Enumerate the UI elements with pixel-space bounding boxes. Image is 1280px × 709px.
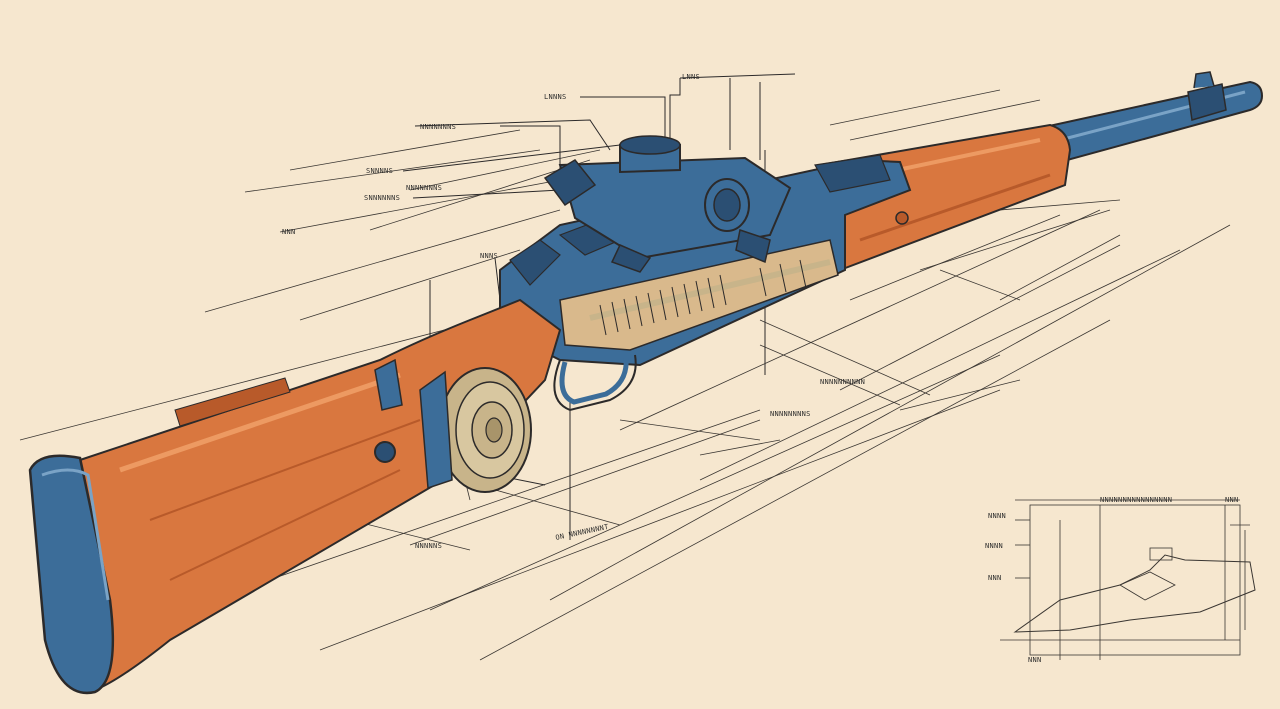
inset-label-1: NNNN [988,512,1006,520]
callout-label-12: ON NNNNNNNNT [555,523,610,542]
inset-label-4: NNN [1225,496,1239,504]
drum-magazine [374,358,532,493]
bolt-handle [374,358,403,411]
rifle-stock [78,298,562,692]
callout-label-11: NNNNNS [415,542,442,550]
perspective-guide-lines [19,89,1231,661]
callout-label-1: LNNS [682,73,700,81]
inset-labels: NNNNNNNNNNNNNNNN NNNN NNNN NNN NNN NNN [985,496,1239,664]
callout-label-6: NNNNNNNS [406,184,442,192]
inset-label-2: NNNN [985,542,1003,550]
callout-label-2: LNNNS [544,93,567,101]
callout-label-7: NNNS [480,252,498,260]
drum-housing [419,370,453,490]
forend-screw [895,211,909,225]
sling-swivel [374,441,396,463]
inset-label-3: NNN [988,574,1002,582]
callout-label-10: NNNNNNNNNN [820,378,865,386]
rifle-barrel [1038,71,1264,164]
recoil-spring [589,259,831,336]
rifle-scope [543,135,792,273]
callout-label-3: NNNNNNNS [420,123,456,131]
scope-eyepiece [543,159,597,207]
barrel-band [1187,83,1227,121]
callout-label-5: SNNNNNNS [364,194,400,202]
callout-label-9: NNNNNNNNS [770,410,811,418]
callout-label-8: NNN [282,228,296,236]
stock-panel [174,377,291,427]
inset-header: NNNNNNNNNNNNNNNN [1100,496,1172,504]
butt-plate [28,454,115,695]
callout-label-4: SNNNNS [366,167,393,175]
front-sight [1193,71,1215,89]
scope-mount [610,244,652,273]
inset-schematic [1000,499,1256,660]
inset-label-5: NNN [1028,656,1042,664]
